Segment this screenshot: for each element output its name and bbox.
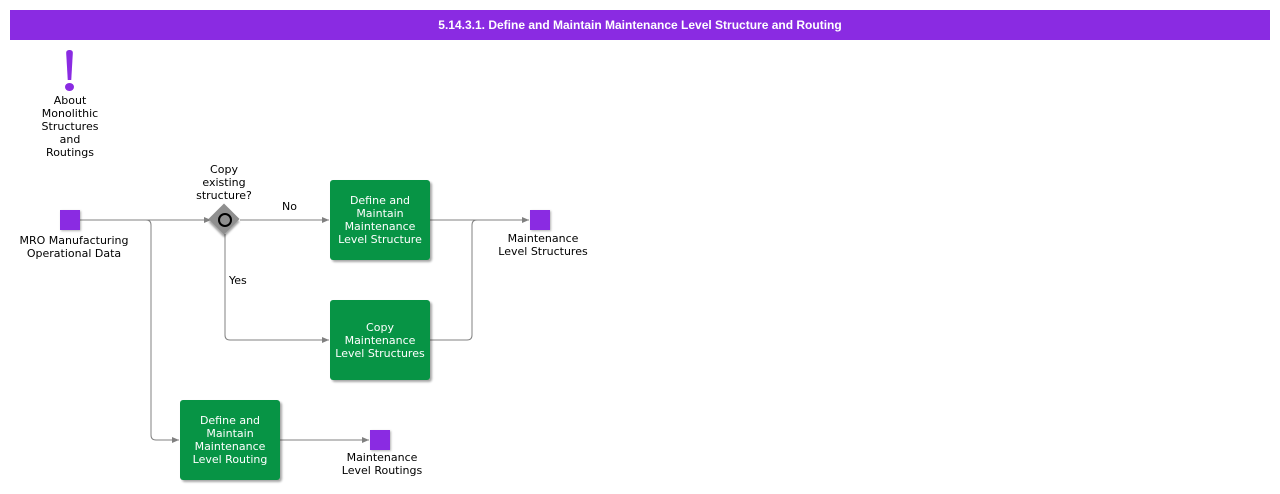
note-label: About Monolithic Structures and Routings [41, 94, 99, 159]
page-title: 5.14.3.1. Define and Maintain Maintenanc… [10, 10, 1270, 40]
gateway-yes-label: Yes [229, 274, 247, 287]
gateway-no-label: No [282, 200, 297, 213]
data-object-maintenance-level-structures[interactable] [530, 210, 550, 230]
gateway-question-label: Copy existing structure? [196, 163, 252, 202]
data-object-mro-operational-data[interactable] [60, 210, 80, 230]
data-object-routings-label: Maintenance Level Routings [341, 451, 423, 477]
data-object-input-label: MRO Manufacturing Operational Data [19, 234, 129, 260]
flow-copy-to-output [430, 219, 478, 341]
data-object-structures-label: Maintenance Level Structures [498, 232, 588, 258]
flow-gateway-yes [224, 234, 329, 343]
data-object-maintenance-level-routings[interactable] [370, 430, 390, 450]
task-define-maintain-routing[interactable]: Define and Maintain Maintenance Level Ro… [180, 400, 280, 480]
gateway-marker-icon [218, 213, 232, 227]
task-define-maintain-structure[interactable]: Define and Maintain Maintenance Level St… [330, 180, 430, 260]
task-copy-structures[interactable]: Copy Maintenance Level Structures [330, 300, 430, 380]
flow-input-to-routing [145, 219, 179, 443]
